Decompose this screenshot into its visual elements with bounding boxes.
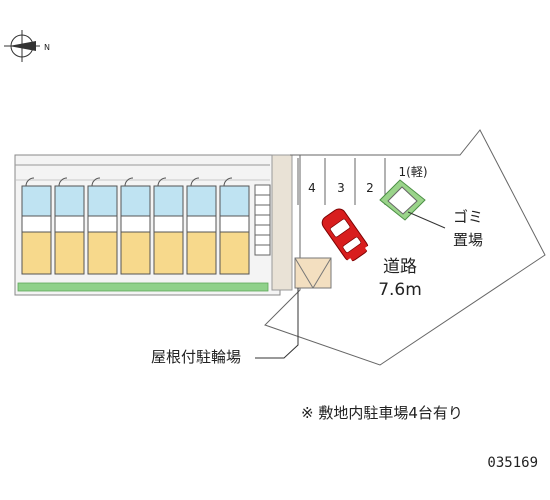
living-room: [54, 231, 85, 275]
door-swing: [157, 177, 167, 187]
bathroom: [219, 185, 250, 217]
living-room: [120, 231, 151, 275]
gravel-strip: [271, 154, 293, 291]
apartment-unit: [21, 177, 52, 275]
bicycle-parking: [294, 257, 332, 289]
bathroom: [186, 185, 217, 217]
bathroom: [153, 185, 184, 217]
kitchen: [54, 215, 85, 233]
garbage-bin-icon: [379, 179, 426, 221]
garbage-leader-line: [407, 211, 446, 229]
apartment-unit: [219, 177, 250, 275]
door-swing: [58, 177, 68, 187]
apartment-unit: [54, 177, 85, 275]
kitchen: [219, 215, 250, 233]
property-code: 035169: [487, 455, 538, 471]
car-icon: [321, 208, 371, 264]
bathroom: [120, 185, 151, 217]
compass-icon: N: [4, 30, 50, 62]
apartment-unit: [120, 177, 151, 275]
living-room: [153, 231, 184, 275]
apartment-unit: [186, 177, 217, 275]
door-swing: [223, 177, 233, 187]
hedge: [17, 282, 269, 292]
parking-space-2: 2: [366, 181, 374, 195]
parking-space-1-kei: 1(軽): [399, 165, 428, 179]
living-room: [87, 231, 118, 275]
bathroom: [54, 185, 85, 217]
kitchen: [120, 215, 151, 233]
living-room: [21, 231, 52, 275]
apartment-building: [14, 154, 281, 296]
living-room: [219, 231, 250, 275]
kitchen: [87, 215, 118, 233]
road-label-2: 7.6m: [378, 280, 422, 300]
parking-note: ※ 敷地内駐車場4台有り: [301, 404, 463, 422]
door-swing: [25, 177, 35, 187]
road-area: [264, 129, 546, 366]
road-label-1: 道路: [383, 257, 417, 277]
bicycle-leader-line: [255, 288, 299, 359]
bathroom: [87, 185, 118, 217]
garbage-label-1: ゴミ: [453, 208, 483, 226]
kitchen: [153, 215, 184, 233]
kitchen: [186, 215, 217, 233]
door-swing: [124, 177, 134, 187]
living-room: [186, 231, 217, 275]
parking-space-4: 4: [308, 181, 316, 195]
bathroom: [21, 185, 52, 217]
parking-space-3: 3: [337, 181, 345, 195]
kitchen: [21, 215, 52, 233]
stairs-icon: [254, 184, 271, 256]
apartment-unit: [87, 177, 118, 275]
garbage-label-2: 置場: [453, 231, 483, 249]
compass-north-label: N: [44, 43, 50, 52]
parking-lot: 4 3 2 1(軽): [297, 158, 428, 205]
apartment-unit: [153, 177, 184, 275]
door-swing: [190, 177, 200, 187]
door-swing: [91, 177, 101, 187]
bicycle-parking-label: 屋根付駐輪場: [151, 348, 241, 366]
